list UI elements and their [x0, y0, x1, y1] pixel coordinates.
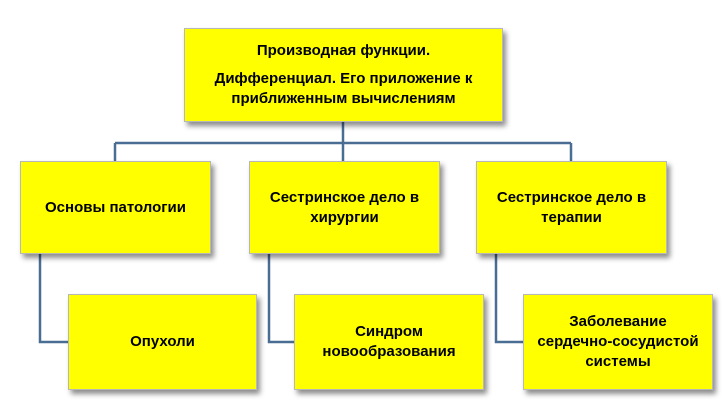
root-node-line-1: Производная функции. — [256, 42, 431, 59]
node-label-line: Основы патологии — [45, 198, 186, 216]
node-label-line: новообразования — [322, 343, 456, 360]
connector-a-to-a1 — [38, 254, 68, 344]
node-nursing-surgery: Сестринское дело в хирургии — [249, 161, 440, 254]
connector-b-to-b1 — [267, 254, 294, 344]
node-label-line: Опухоли — [130, 333, 195, 350]
node-nursing-therapy: Сестринское дело в терапии — [476, 161, 667, 254]
node-label-line: Заболевание — [569, 313, 667, 330]
node-label-line: Синдром — [355, 323, 423, 340]
node-neoplasm-syndrome: Синдром новообразования — [294, 294, 484, 390]
node-label-line: терапии — [541, 208, 602, 226]
node-label-line: системы — [585, 353, 651, 370]
node-label-line: Сестринское дело в — [496, 188, 647, 206]
node-cardiovascular-disease: Заболевание сердечно-сосудистой системы — [523, 294, 713, 390]
root-node-line-3: приближенным вычислениям — [231, 90, 456, 107]
node-label-line: Сестринское дело в — [269, 188, 420, 206]
root-node: Производная функции. Дифференциал. Его п… — [184, 28, 503, 122]
root-node-line-2: Дифференциал. Его приложение к — [214, 70, 473, 87]
node-tumors: Опухоли — [68, 294, 257, 390]
node-basics-of-pathology: Основы патологии — [20, 161, 211, 254]
node-label-line: сердечно-сосудистой — [537, 333, 699, 350]
node-label-line: хирургии — [310, 208, 379, 226]
connector-c-to-c1 — [494, 254, 523, 344]
